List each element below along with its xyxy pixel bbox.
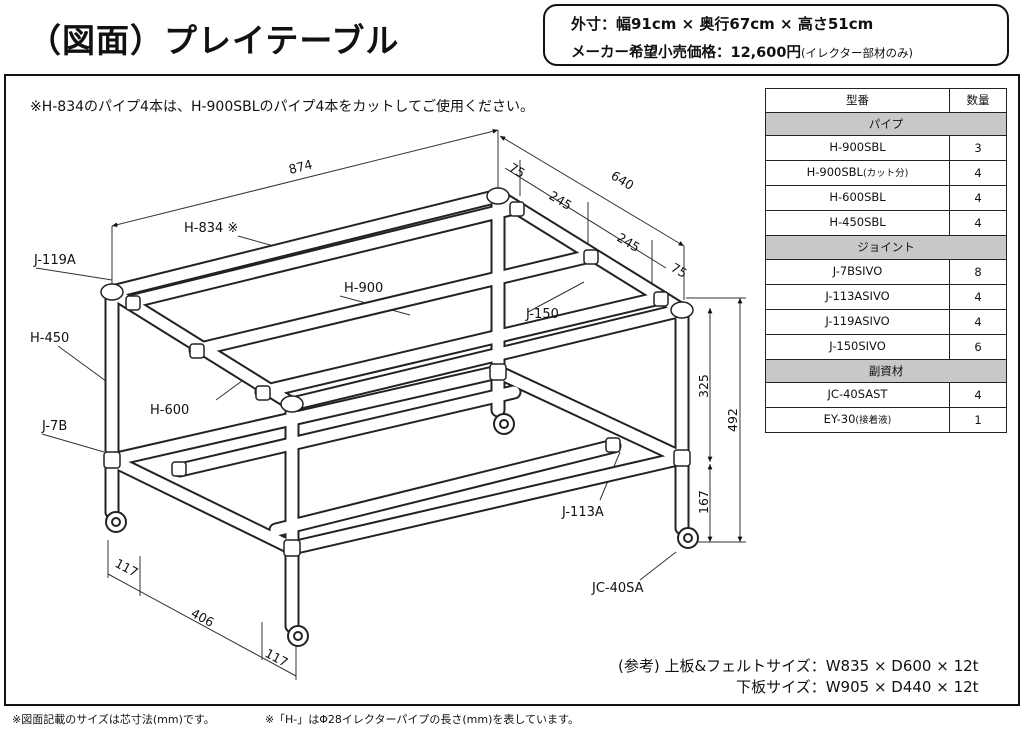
row-qty: 4 xyxy=(949,210,1007,237)
row-model: JC-40SAST xyxy=(765,382,950,409)
label-jc40sa: JC-40SA xyxy=(591,581,644,596)
label-h900: H-900 xyxy=(344,281,383,296)
reference-top-board: (参考) 上板&フェルトサイズ：W835 × D600 × 12t xyxy=(618,657,979,675)
reference-bottom-board: 下板サイズ：W905 × D440 × 12t xyxy=(736,678,979,696)
price-note: (イレクター部材のみ) xyxy=(800,46,913,60)
label-h450: H-450 xyxy=(30,331,69,346)
label-j113a: J-113A xyxy=(561,505,604,520)
spec-box: 外寸：幅91cm × 奥行67cm × 高さ51cm メーカー希望小売価格：12… xyxy=(543,4,1009,66)
category-accessory: 副資材 xyxy=(765,358,1007,384)
table-row: J-113ASIVO 4 xyxy=(765,283,1007,310)
row-model: H-600SBL xyxy=(765,185,950,212)
joints xyxy=(100,187,694,557)
spec-size: 外寸：幅91cm × 奥行67cm × 高さ51cm xyxy=(571,15,874,33)
label-h600: H-600 xyxy=(150,403,189,418)
footer-notes: ※図面記載のサイズは芯寸法(mm)です。 ※「H-」はΦ28イレクターパイプの長さ… xyxy=(12,711,629,727)
category-joint: ジョイント xyxy=(765,235,1007,260)
dimension-texts: 874 640 75 245 245 75 325 492 167 117 40… xyxy=(113,157,740,670)
dim-167: 167 xyxy=(696,490,711,514)
dim-117-b: 117 xyxy=(263,645,291,669)
dim-406: 406 xyxy=(189,605,217,629)
row-model: J-150SIVO xyxy=(765,333,950,360)
table-row: H-600SBL 4 xyxy=(765,185,1007,212)
table-row: EY-30(接着液) 1 xyxy=(765,407,1007,434)
category-row: ジョイント xyxy=(765,235,1007,260)
footer-note-dimensions: ※図面記載のサイズは芯寸法(mm)です。 xyxy=(12,713,215,726)
row-qty: 6 xyxy=(949,333,1007,360)
dim-75-b: 75 xyxy=(668,260,689,281)
dim-75-a: 75 xyxy=(506,160,527,181)
header-model: 型番 xyxy=(765,88,950,113)
label-j7b: J-7B xyxy=(41,419,67,434)
cut-note: ※H-834のパイプ4本は、H-900SBLのパイプ4本をカットしてご使用くださ… xyxy=(30,99,535,115)
category-row: 副資材 xyxy=(765,358,1007,384)
category-pipe: パイプ xyxy=(765,111,1007,137)
page-title: （図面）プレイテーブル xyxy=(28,21,400,60)
row-model: H-900SBL xyxy=(765,135,950,162)
row-qty: 3 xyxy=(949,135,1007,162)
label-j150: J-150 xyxy=(525,307,559,322)
row-model: EY-30(接着液) xyxy=(765,407,950,434)
dim-width: 874 xyxy=(287,157,314,177)
table-row: J-7BSIVO 8 xyxy=(765,258,1007,285)
table-row: H-900SBL(カット分) 4 xyxy=(765,160,1007,187)
label-j119a: J-119A xyxy=(33,253,76,268)
table-row: JC-40SAST 4 xyxy=(765,382,1007,409)
spec-price: メーカー希望小売価格：12,600円(イレクター部材のみ) xyxy=(571,41,913,62)
row-model: H-450SBL xyxy=(765,210,950,237)
row-qty: 4 xyxy=(949,283,1007,310)
label-h834: H-834 ※ xyxy=(184,221,238,236)
row-model: J-7BSIVO xyxy=(765,258,950,285)
table-row: H-900SBL 3 xyxy=(765,135,1007,162)
price-label: メーカー希望小売価格：12,600円 xyxy=(571,45,801,61)
row-model: J-113ASIVO xyxy=(765,283,950,310)
row-qty: 4 xyxy=(949,160,1007,187)
row-qty: 8 xyxy=(949,258,1007,285)
footer-note-pipe: ※「H-」はΦ28イレクターパイプの長さ(mm)を表しています。 xyxy=(264,713,579,726)
row-qty: 4 xyxy=(949,185,1007,212)
table-header: 型番 数量 xyxy=(765,88,1007,113)
casters xyxy=(105,413,699,647)
parts-table: 型番 数量 パイプ H-900SBL 3 H-900SBL(カット分) 4 H-… xyxy=(765,88,1007,434)
reference-sizes: (参考) 上板&フェルトサイズ：W835 × D600 × 12t 下板サイズ：… xyxy=(618,656,979,698)
dimension-lines xyxy=(107,128,746,680)
table-row: J-119ASIVO 4 xyxy=(765,308,1007,335)
dim-depth: 640 xyxy=(608,168,636,193)
row-model: H-900SBL(カット分) xyxy=(765,160,950,187)
category-row: パイプ xyxy=(765,111,1007,137)
part-labels: H-834 ※ J-119A H-450 H-900 J-150 H-600 J… xyxy=(30,221,644,596)
row-qty: 4 xyxy=(949,308,1007,335)
table-row: J-150SIVO 6 xyxy=(765,333,1007,360)
table-row: H-450SBL 4 xyxy=(765,210,1007,237)
row-qty: 1 xyxy=(949,407,1007,434)
row-qty: 4 xyxy=(949,382,1007,409)
dim-117-a: 117 xyxy=(113,555,141,579)
header-qty: 数量 xyxy=(949,88,1007,113)
row-model: J-119ASIVO xyxy=(765,308,950,335)
dim-492: 492 xyxy=(725,408,740,432)
drawing-frame xyxy=(4,74,1020,706)
dim-325: 325 xyxy=(696,374,711,398)
